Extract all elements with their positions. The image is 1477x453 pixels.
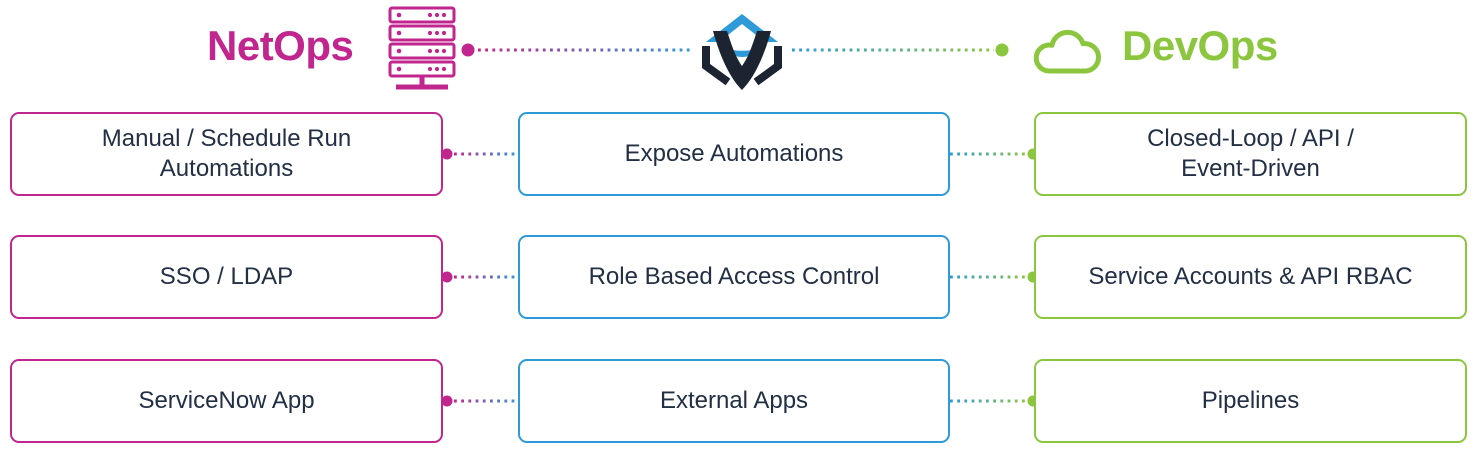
connector-left-row1 — [441, 148, 518, 160]
platform-box-label: External Apps — [659, 387, 809, 414]
connector-right-row1 — [950, 148, 1039, 160]
platform-box-label: Role Based Access Control — [588, 263, 880, 290]
platform-box-label: Expose Automations — [624, 140, 844, 167]
netops-box-label: ServiceNow App — [138, 387, 315, 414]
cloud-icon — [1033, 29, 1101, 74]
connector-platform-to-devops — [792, 43, 1009, 57]
server-rack-icon — [388, 6, 456, 90]
connector-right-row2 — [950, 271, 1039, 283]
devops-box-label: Service Accounts & API RBAC — [1088, 263, 1413, 290]
netops-box-label: Manual / Schedule Run Automations — [101, 125, 352, 182]
devops-box-label: Closed-Loop / API / Event-Driven — [1147, 125, 1354, 182]
platform-box-external-apps: External Apps — [518, 359, 950, 443]
connector-left-row2 — [441, 271, 518, 283]
devops-box-service-accounts: Service Accounts & API RBAC — [1034, 235, 1467, 319]
platform-box-expose-automations: Expose Automations — [518, 112, 950, 196]
devops-box-pipelines: Pipelines — [1034, 359, 1467, 443]
connector-netops-to-platform — [461, 43, 692, 57]
connector-left-row3 — [441, 395, 518, 407]
platform-box-rbac: Role Based Access Control — [518, 235, 950, 319]
netops-box-sso-ldap: SSO / LDAP — [10, 235, 443, 319]
devops-box-closed-loop: Closed-Loop / API / Event-Driven — [1034, 112, 1467, 196]
hexagon-v-logo — [702, 14, 782, 90]
connector-right-row3 — [950, 395, 1039, 407]
devops-box-label: Pipelines — [1201, 387, 1300, 414]
netops-box-label: SSO / LDAP — [159, 263, 294, 290]
netops-title: NetOps — [207, 22, 354, 69]
devops-title: DevOps — [1122, 22, 1278, 69]
netops-box-manual-schedule: Manual / Schedule Run Automations — [10, 112, 443, 196]
netops-box-servicenow: ServiceNow App — [10, 359, 443, 443]
